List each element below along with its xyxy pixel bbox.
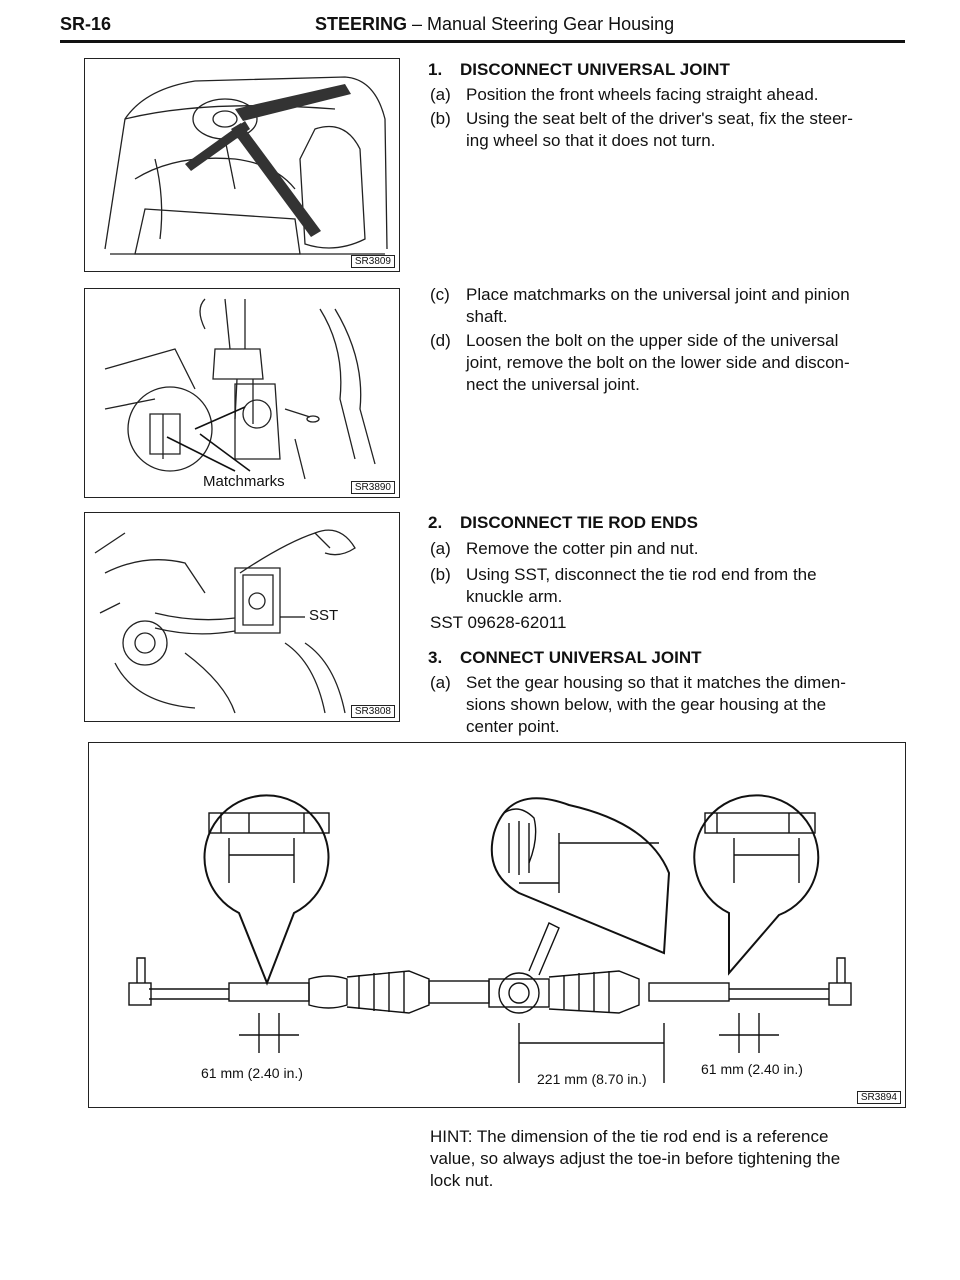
figure-code: SR3809 xyxy=(350,255,395,268)
dimension-center: 221 mm (8.70 in.) xyxy=(537,1071,647,1087)
figure-code: SR3808 xyxy=(350,705,395,718)
step-1-heading: 1. DISCONNECT UNIVERSAL JOINT xyxy=(428,60,908,82)
figure-gear-dimensions: 61 mm (2.40 in.) 221 mm (8.70 in.) 61 mm… xyxy=(88,742,906,1108)
header-rule xyxy=(60,40,905,43)
seat-belt-illustration xyxy=(104,76,388,255)
page-title: STEERING – Manual Steering Gear Housing xyxy=(315,14,674,35)
sst-number: SST 09628-62011 xyxy=(430,613,567,632)
subsection-title: – Manual Steering Gear Housing xyxy=(407,14,675,34)
matchmarks-callout: Matchmarks xyxy=(203,473,285,490)
step-title: DISCONNECT UNIVERSAL JOINT xyxy=(460,60,730,79)
step-number: 1. xyxy=(428,60,443,79)
step-3-heading: 3. CONNECT UNIVERSAL JOINT xyxy=(428,648,908,670)
page-code: SR-16 xyxy=(60,14,112,34)
step-1b: (b) Using the seat belt of the driver's … xyxy=(430,109,853,150)
step-number: 2. xyxy=(428,513,443,532)
sst-callout: SST xyxy=(309,607,339,624)
tie-rod-sst-illustration xyxy=(94,529,356,714)
figure-sst: SST SR3808 xyxy=(84,512,400,722)
step-1c: (c) Place matchmarks on the universal jo… xyxy=(430,285,850,326)
universal-joint-illustration xyxy=(104,298,376,480)
step-2-heading: 2. DISCONNECT TIE ROD ENDS xyxy=(428,513,908,535)
step-1a: (a) Position the front wheels facing str… xyxy=(430,85,819,104)
step-number: 3. xyxy=(428,648,443,667)
figure-seat-belt: SR3809 xyxy=(84,58,400,272)
section-title: STEERING xyxy=(315,14,408,34)
figure-code: SR3890 xyxy=(350,481,395,494)
step-1d: (d) Loosen the bolt on the upper side of… xyxy=(430,331,850,394)
step-title: CONNECT UNIVERSAL JOINT xyxy=(460,648,702,667)
page-header: SR-16 STEERING – Manual Steering Gear Ho… xyxy=(60,10,905,44)
step-2b: (b) Using SST, disconnect the tie rod en… xyxy=(430,565,817,606)
step-3a: (a) Set the gear housing so that it matc… xyxy=(430,673,846,736)
step-title: DISCONNECT TIE ROD ENDS xyxy=(460,513,699,532)
dimension-left: 61 mm (2.40 in.) xyxy=(201,1065,303,1081)
hint-note: HINT: The dimension of the tie rod end i… xyxy=(430,1127,841,1190)
figure-code: SR3894 xyxy=(856,1091,901,1104)
figure-matchmarks: Matchmarks SR3890 xyxy=(84,288,400,498)
dimension-right: 61 mm (2.40 in.) xyxy=(701,1061,803,1077)
step-2a: (a) Remove the cotter pin and nut. xyxy=(430,539,699,558)
gear-housing-illustration xyxy=(128,794,852,1083)
